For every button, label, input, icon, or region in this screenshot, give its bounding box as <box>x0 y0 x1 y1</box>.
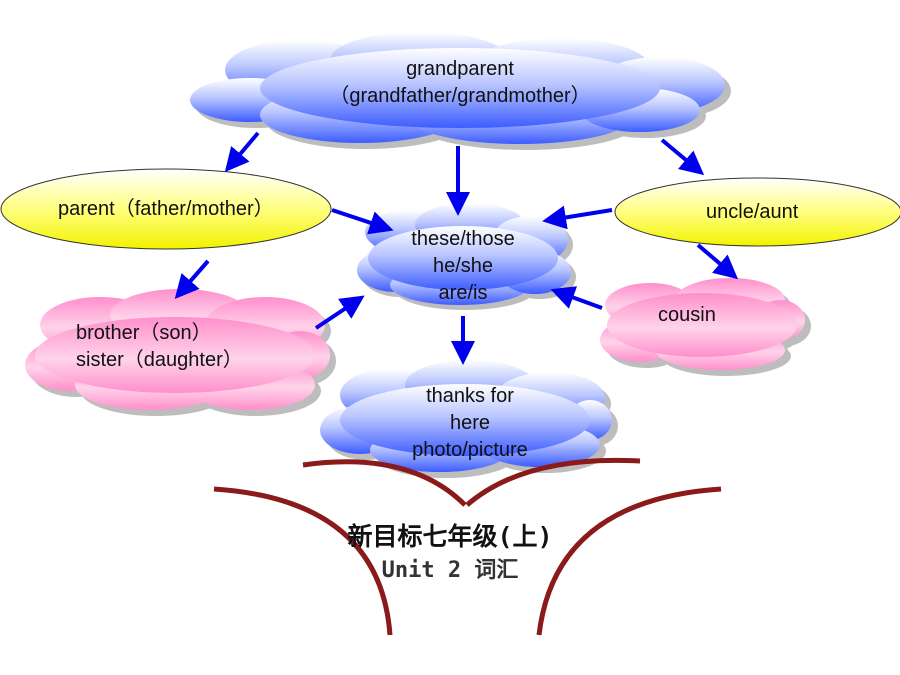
open-book-graphic <box>213 457 722 636</box>
siblings-line-1: brother（son） <box>76 322 212 344</box>
arrow-grandparent-to-parent <box>224 131 260 173</box>
book-page-top-right <box>465 457 641 507</box>
center-line-1: these/those <box>411 228 515 250</box>
thanks-line-1: thanks for <box>426 385 514 407</box>
thanks-line-2: here <box>449 412 491 434</box>
cloud-grandparent <box>190 32 731 150</box>
ellipse-uncle-aunt <box>614 177 900 247</box>
arrow-grandparent-to-uncle <box>660 138 705 176</box>
cloud-siblings <box>25 289 336 416</box>
grandparent-line-2: （grandfather/grandmother） <box>329 85 591 107</box>
thanks-line-3: photo/picture <box>412 439 528 461</box>
arrow-siblings-to-center <box>314 295 365 330</box>
arrow-cousin-to-center <box>550 286 603 310</box>
cloud-cousin <box>600 278 811 376</box>
center-label: these/those he/she are/is <box>373 226 553 307</box>
siblings-label: brother（son） sister（daughter） <box>76 320 243 374</box>
center-line-3: are/is <box>438 282 488 304</box>
ellipse-parent <box>0 168 332 250</box>
caption-title: 新目标七年级(上) <box>347 522 553 551</box>
book-page-top-left <box>302 459 467 507</box>
arrow-uncle-to-cousin <box>696 243 739 280</box>
cloud-center <box>357 203 576 310</box>
grandparent-line-1: grandparent <box>406 58 514 80</box>
cousin-label: cousin <box>658 304 716 326</box>
arrow-parent-to-siblings <box>174 259 210 300</box>
arrow-parent-to-center <box>331 208 394 235</box>
center-line-2: he/she <box>432 255 494 277</box>
grandparent-label: grandparent （grandfather/grandmother） <box>290 56 630 110</box>
arrow-uncle-to-center <box>542 205 613 230</box>
connector-arrows <box>174 131 739 365</box>
thanks-label: thanks for here photo/picture <box>380 383 560 464</box>
cloud-thanks <box>320 360 618 478</box>
siblings-line-2: sister（daughter） <box>76 349 243 371</box>
book-spine-right <box>536 486 722 636</box>
uncle-aunt-label: uncle/aunt <box>706 201 799 223</box>
parent-label: parent（father/mother） <box>58 198 274 220</box>
caption-subtitle: Unit 2 词汇 <box>381 558 519 583</box>
book-spine-left <box>213 486 393 636</box>
